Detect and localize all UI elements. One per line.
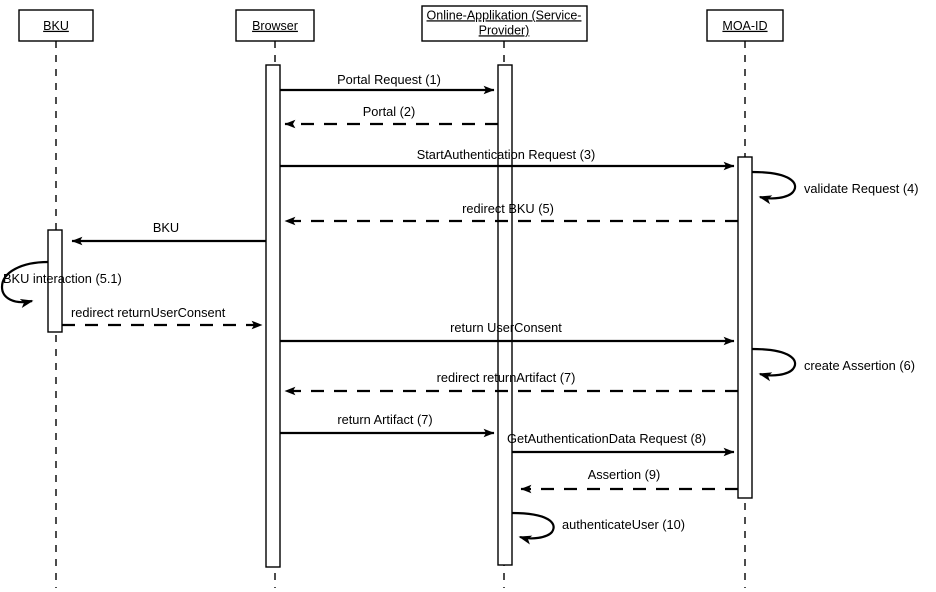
message-authenticate-user[interactable]: authenticateUser (10) (511, 511, 685, 545)
message-selfloop-create-assertion (751, 347, 797, 382)
message-redirect-bku[interactable]: redirect BKU (5) (284, 201, 738, 226)
message-label-authenticate-user: authenticateUser (10) (562, 517, 685, 532)
message-label-redirect-bku: redirect BKU (5) (462, 201, 554, 216)
message-label-return-artifact: return Artifact (7) (337, 412, 432, 427)
participant-label-moaid: MOA-ID (722, 19, 767, 33)
message-label-get-authentication-data-request: GetAuthenticationData Request (8) (507, 431, 706, 446)
message-label-portal-request: Portal Request (1) (337, 72, 441, 87)
message-redirect-return-artifact[interactable]: redirect returnArtifact (7) (284, 370, 738, 396)
participant-label-browser: Browser (252, 19, 298, 33)
message-label-redirect-return-user-consent: redirect returnUserConsent (71, 305, 226, 320)
message-label-validate-request: validate Request (4) (804, 181, 919, 196)
message-bku[interactable]: BKU (71, 220, 266, 246)
message-bku-interaction[interactable]: BKU interaction (5.1) (0, 260, 122, 308)
message-redirect-return-user-consent[interactable]: redirect returnUserConsent (62, 305, 263, 330)
message-label-return-user-consent: return UserConsent (450, 320, 562, 335)
message-assertion[interactable]: Assertion (9) (520, 467, 738, 494)
message-get-authentication-data-request[interactable]: GetAuthenticationData Request (8) (507, 431, 735, 457)
message-label-redirect-return-artifact: redirect returnArtifact (7) (437, 370, 576, 385)
message-label-portal: Portal (2) (363, 104, 416, 119)
message-label-bku: BKU (153, 220, 179, 235)
message-selfloop-bku-interaction (0, 260, 49, 308)
message-selfloop-authenticate-user (511, 511, 555, 545)
message-portal[interactable]: Portal (2) (284, 104, 498, 129)
participant-header-browser[interactable]: Browser (235, 9, 315, 42)
message-return-user-consent[interactable]: return UserConsent (280, 320, 735, 346)
message-label-bku-interaction: BKU interaction (5.1) (3, 271, 122, 286)
participant-header-bku[interactable]: BKU (18, 9, 94, 42)
message-create-assertion[interactable]: create Assertion (6) (751, 347, 915, 382)
participant-label-bku: BKU (43, 19, 69, 33)
participant-label-oa-line1: Online-Applikation (Service- (427, 8, 582, 22)
activation-bar-oa-main (497, 64, 513, 566)
message-selfloop-validate-request (751, 170, 797, 205)
message-start-authentication-request[interactable]: StartAuthentication Request (3) (280, 147, 735, 171)
activation-bar-moaid (737, 156, 753, 499)
message-label-start-authentication-request: StartAuthentication Request (3) (417, 147, 596, 162)
activation-bar-browser (265, 64, 281, 568)
message-validate-request[interactable]: validate Request (4) (751, 170, 919, 205)
message-label-create-assertion: create Assertion (6) (804, 358, 915, 373)
participant-label-oa-line2: Provider) (479, 23, 530, 37)
participant-header-oa[interactable]: Online-Applikation (Service- Provider) (421, 5, 588, 42)
message-portal-request[interactable]: Portal Request (1) (280, 72, 495, 95)
participant-header-moaid[interactable]: MOA-ID (706, 9, 784, 42)
message-return-artifact[interactable]: return Artifact (7) (280, 412, 495, 438)
message-label-assertion: Assertion (9) (588, 467, 661, 482)
activation-bar-bku (47, 229, 63, 333)
activation-bars-group (47, 64, 753, 568)
